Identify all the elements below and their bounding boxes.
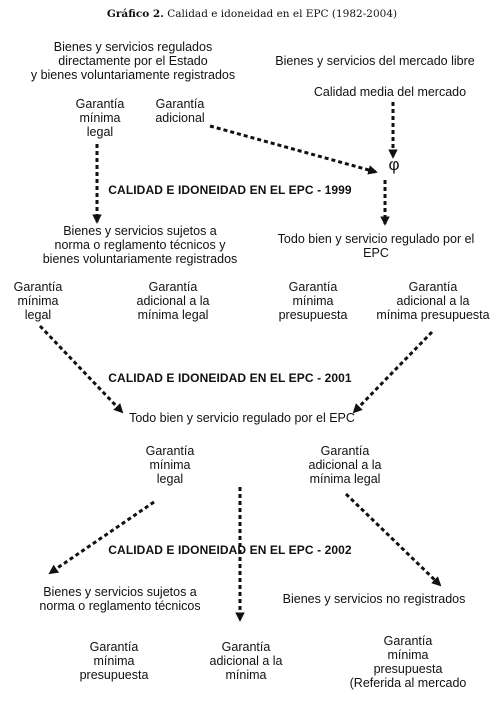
g1-2002-line-3: presupuesta xyxy=(79,668,149,682)
goods-2002-line-2: norma o reglamento técnicos xyxy=(39,599,201,613)
minimum-legal-guarantee-1982: Garantía mínima legal xyxy=(60,97,140,139)
additional-guarantee-1982: Garantía adicional xyxy=(140,97,220,125)
g3-1999-line-3: presupuesta xyxy=(278,308,348,322)
g2-2002-line-1: Garantía xyxy=(221,640,271,654)
free-market-goods-label: Bienes y servicios del mercado libre xyxy=(275,54,475,68)
goods-1999-line-3: bienes voluntariamente registrados xyxy=(42,252,238,266)
additional-1982-line-1: Garantía xyxy=(155,97,205,111)
g2-2001-line-1: Garantía xyxy=(320,444,370,458)
additional-presumed-guarantee-1999: Garantía adicional a la mínima presupues… xyxy=(366,280,500,322)
regulated-goods-label: Bienes y servicios regulados directament… xyxy=(0,40,266,82)
arrow-additional-2001-to-right xyxy=(344,492,442,587)
g2-2001-line-3: mínima legal xyxy=(309,472,381,486)
additional-minimum-guarantee-2002: Garantía adicional a la mínima xyxy=(196,640,296,682)
regulated-goods-line-1: Bienes y servicios regulados xyxy=(53,40,213,54)
minimum-legal-guarantee-2001: Garantía mínima legal xyxy=(130,444,210,486)
heading-2002: CALIDAD E IDONEIDAD EN EL EPC - 2002 xyxy=(108,543,352,557)
g2-2001-line-2: adicional a la xyxy=(308,458,382,472)
g4-1999-line-1: Garantía xyxy=(408,280,458,294)
regulated-goods-line-3: y bienes voluntariamente registrados xyxy=(30,68,236,82)
g3-2002-line-3: presupuesta xyxy=(373,662,443,676)
g3-1999-line-2: mínima xyxy=(292,294,334,308)
g1-2001-line-3: legal xyxy=(156,472,184,486)
g1-1999-line-2: mínima xyxy=(17,294,59,308)
g4-1999-line-2: adicional a la xyxy=(396,294,470,308)
arrow-legal-2001-to-left xyxy=(48,500,155,575)
g1-1999-line-1: Garantía xyxy=(13,280,63,294)
regulated-goods-2002-label: Bienes y servicios sujetos a norma o reg… xyxy=(20,585,220,613)
arrow-additional-to-market xyxy=(209,124,378,175)
regulated-goods-line-2: directamente por el Estado xyxy=(58,54,208,68)
g3-2002-line-2: mínima xyxy=(387,648,429,662)
goods-1999-line-2: norma o reglamento técnicos y xyxy=(54,238,226,252)
minimum-legal-1982-line-2: mínima xyxy=(79,111,121,125)
g2-1999-line-2: adicional a la xyxy=(136,294,210,308)
figure-title-text: Calidad e idoneidad en el EPC (1982-2004… xyxy=(167,8,398,20)
all-goods-2001-label: Todo bien y servicio regulado por el EPC xyxy=(129,411,355,425)
figure-title-prefix: Gráfico 2. xyxy=(106,8,164,20)
g1-2001-line-1: Garantía xyxy=(145,444,195,458)
g4-1999-line-3: mínima presupuesta xyxy=(376,308,490,322)
minimum-presumed-guarantee-2002: Garantía mínima presupuesta xyxy=(64,640,164,682)
minimum-presumed-market-guarantee-2002: Garantía mínima presupuesta (Referida al… xyxy=(336,634,480,690)
goods-2002-line-1: Bienes y servicios sujetos a xyxy=(43,585,197,599)
g2-1999-line-3: mínima legal xyxy=(137,308,209,322)
minimum-legal-guarantee-1999: Garantía mínima legal xyxy=(0,280,76,322)
goods-1999-line-1: Bienes y servicios sujetos a xyxy=(63,224,217,238)
g1-2002-line-1: Garantía xyxy=(89,640,139,654)
additional-1982-line-2: adicional xyxy=(155,111,205,125)
g2-2002-line-2: adicional a la xyxy=(209,654,283,668)
regulated-goods-1999-label: Bienes y servicios sujetos a norma o reg… xyxy=(0,224,280,266)
g2-1999-line-1: Garantía xyxy=(148,280,198,294)
additional-legal-guarantee-1999: Garantía adicional a la mínima legal xyxy=(118,280,228,322)
all-goods-1999-line-2: EPC xyxy=(363,246,389,260)
all-goods-1999-line-1: Todo bien y servicio regulado por el xyxy=(277,232,475,246)
g3-2002-line-4: (Referida al mercado xyxy=(349,676,467,690)
arrow-legal-1999-to-2001 xyxy=(38,324,124,414)
minimum-presumed-guarantee-1999: Garantía mínima presupuesta xyxy=(263,280,363,322)
heading-2001: CALIDAD E IDONEIDAD EN EL EPC - 2001 xyxy=(108,371,352,385)
g2-2002-line-3: mínima xyxy=(225,668,267,682)
figure-title: Gráfico 2. Calidad e idoneidad en el EPC… xyxy=(0,7,504,21)
additional-legal-guarantee-2001: Garantía adicional a la mínima legal xyxy=(290,444,400,486)
g1-1999-line-3: legal xyxy=(24,308,52,322)
phi-symbol: φ xyxy=(388,155,400,174)
minimum-legal-1982-line-3: legal xyxy=(86,125,114,139)
g1-2001-line-2: mínima xyxy=(149,458,191,472)
g3-1999-line-1: Garantía xyxy=(288,280,338,294)
heading-1999: CALIDAD E IDONEIDAD EN EL EPC - 1999 xyxy=(108,183,352,197)
all-goods-1999-label: Todo bien y servicio regulado por el EPC xyxy=(258,232,494,260)
g1-2002-line-2: mínima xyxy=(93,654,135,668)
minimum-legal-1982-line-1: Garantía xyxy=(75,97,125,111)
g3-2002-line-1: Garantía xyxy=(383,634,433,648)
market-average-quality-label: Calidad media del mercado xyxy=(313,85,467,99)
arrow-presupuesta-to-2001 xyxy=(352,330,434,414)
unregistered-goods-2002-label: Bienes y servicios no registrados xyxy=(282,592,466,606)
